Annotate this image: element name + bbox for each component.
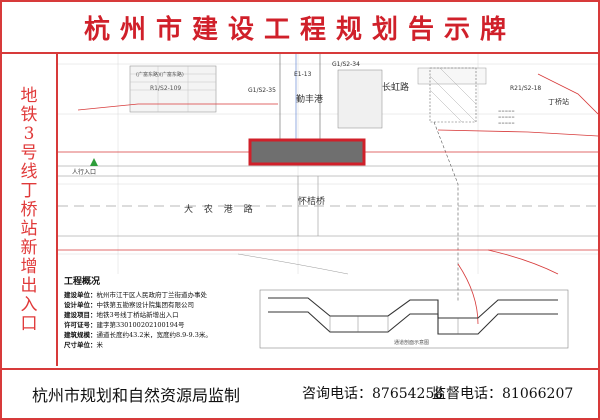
project-row: 设计单位：中铁第五勘察设计院集团有限公司 <box>64 300 260 310</box>
supervising-org: 杭州市规划和自然资源局监制 <box>32 386 241 405</box>
side-title-char: 站 <box>20 218 38 239</box>
plot-label-e1-13: E1-13 <box>294 71 312 78</box>
site-plan-svg: (广富东路)(广富东路) R1/S2-109 G1/S2-35 E1-13 G1… <box>58 54 598 349</box>
side-title-char: 新 <box>20 237 38 258</box>
project-row-value: 地铁3号线丁桥站新增出入口 <box>96 311 179 319</box>
side-title-char: 地 <box>20 85 38 106</box>
section-drawing: 通道剖面示意图 <box>259 289 569 349</box>
plot-label-right: 丁桥站 <box>548 97 569 106</box>
plot-label-left: R1/S2-109 <box>150 85 181 92</box>
footer: 杭州市规划和自然资源局监制 咨询电话：87654258 监督电话：8106620… <box>2 368 598 418</box>
project-row-label: 建设单位： <box>64 291 97 299</box>
street-dajinggang: 大 农 港 路 <box>184 203 257 215</box>
new-entrance-site <box>248 138 366 166</box>
project-row-value: 建字第330100202100194号 <box>96 321 185 329</box>
side-title-char: 出 <box>20 275 38 296</box>
project-row-value: 通道长度约43.2米，宽度约8.9-9.3米。 <box>96 331 212 339</box>
project-row: 建筑规模：通道长度约43.2米，宽度约8.9-9.3米。 <box>64 330 260 340</box>
project-rows: 建设单位：杭州市江干区人民政府丁兰街道办事处设计单位：中铁第五勘察设计院集团有限… <box>64 290 260 350</box>
plot-label-g1-34: G1/S2-34 <box>332 61 360 68</box>
project-row-label: 建设项目： <box>64 311 97 319</box>
consult-phone: 咨询电话：87654258 <box>302 386 444 402</box>
plot-label-top-small: (广富东路)(广富东路) <box>136 71 184 78</box>
boundary-dashed <box>433 121 459 302</box>
side-title-char: 铁 <box>20 104 38 125</box>
project-row-value: 中铁第五勘察设计院集团有限公司 <box>96 301 195 309</box>
project-row-value: 杭州市江干区人民政府丁兰街道办事处 <box>96 291 208 299</box>
plot-label-r21: R21/S2-18 <box>510 85 541 92</box>
project-heading: 工程概况 <box>64 277 101 287</box>
section-caption: 通道剖面示意图 <box>394 339 429 346</box>
svg-text:=====: ===== <box>498 120 515 125</box>
board-title: 杭州市建设工程规划告示牌 <box>2 2 598 54</box>
plot-label-g1-35: G1/S2-35 <box>248 87 276 94</box>
project-row-label: 尺寸单位： <box>64 341 97 349</box>
station-box <box>429 67 477 123</box>
side-title-char: 增 <box>20 256 38 277</box>
entrance-arrow-icon <box>90 158 98 166</box>
side-title-char: 丁 <box>20 180 38 201</box>
svg-text:=====: ===== <box>498 114 515 119</box>
side-title-char: 3 <box>23 123 35 144</box>
project-row-label: 设计单位： <box>64 301 97 309</box>
street-changhong: 长虹路 <box>382 81 409 93</box>
project-row: 尺寸单位：米 <box>64 340 260 350</box>
project-row-label: 许可证号： <box>64 321 97 329</box>
project-row: 建设项目：地铁3号线丁桥站新增出入口 <box>64 310 260 320</box>
project-row-value: 米 <box>96 341 104 349</box>
project-row: 建设单位：杭州市江干区人民政府丁兰街道办事处 <box>64 290 260 300</box>
side-title-char: 入 <box>20 294 38 315</box>
bridge-label: 怀桔桥 <box>298 195 325 207</box>
side-title-char: 口 <box>20 313 38 334</box>
project-row-label: 建筑规模： <box>64 331 97 339</box>
site-plan-drawing: (广富东路)(广富东路) R1/S2-109 G1/S2-35 E1-13 G1… <box>58 54 598 366</box>
entrance-label: 人行入口 <box>72 168 96 176</box>
svg-text:=====: ===== <box>498 108 515 113</box>
side-title-char: 号 <box>20 142 38 163</box>
side-title-char: 桥 <box>20 199 38 220</box>
supervise-phone: 监督电话：81066207 <box>432 386 574 402</box>
side-title-char: 线 <box>20 161 38 182</box>
street-qinfeng: 勤丰港 <box>296 93 323 105</box>
project-info: 工程概况 建设单位：杭州市江干区人民政府丁兰街道办事处设计单位：中铁第五勘察设计… <box>64 274 260 350</box>
project-row: 许可证号：建字第330100202100194号 <box>64 320 260 330</box>
